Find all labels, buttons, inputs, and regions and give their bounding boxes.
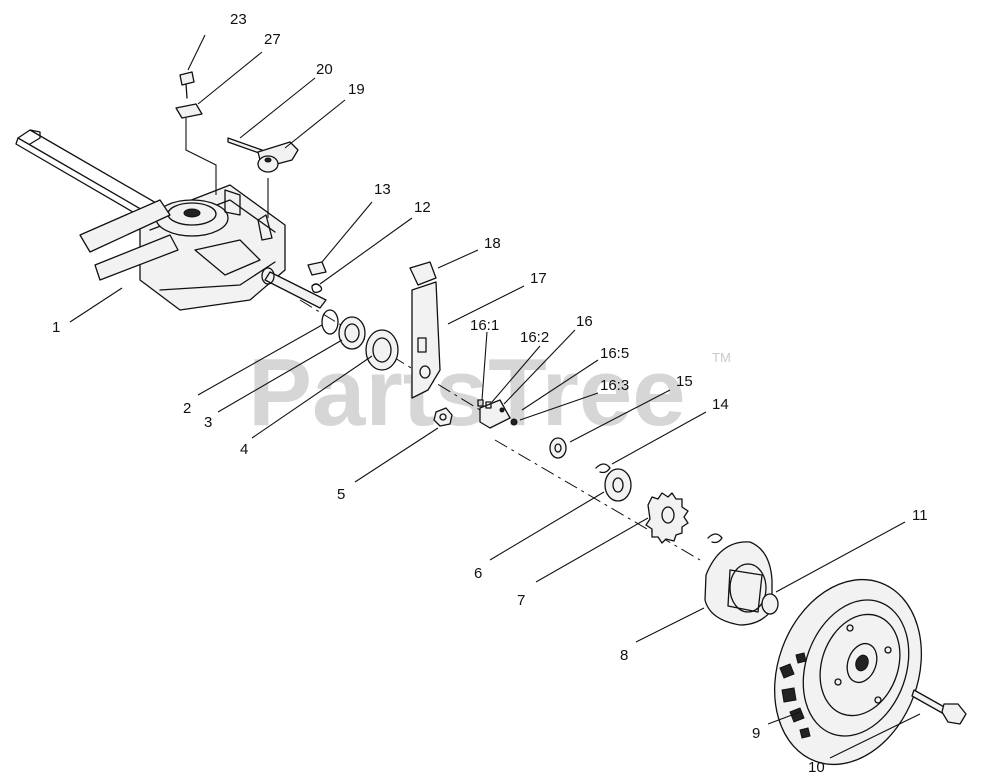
bushing-4 bbox=[365, 329, 399, 371]
callout-5: 5 bbox=[337, 486, 345, 503]
callout-labels: 23 27 20 19 13 12 18 17 1 16:1 16:2 16 1… bbox=[52, 11, 928, 776]
callout-16-5: 16:5 bbox=[600, 345, 629, 362]
callout-11: 11 bbox=[912, 507, 928, 524]
bracket-17 bbox=[411, 281, 441, 399]
gear-7 bbox=[645, 492, 689, 544]
callout-16-3: 16:3 bbox=[600, 377, 629, 394]
ring-2 bbox=[321, 309, 339, 335]
callout-2: 2 bbox=[183, 400, 191, 417]
callout-23: 23 bbox=[230, 11, 247, 28]
clip-gear bbox=[707, 533, 723, 544]
callout-10: 10 bbox=[808, 759, 825, 776]
callout-17: 17 bbox=[530, 270, 547, 287]
wheel-9 bbox=[773, 578, 923, 766]
height-adjuster-16 bbox=[477, 399, 518, 429]
pin-20 bbox=[227, 137, 263, 155]
callout-15: 15 bbox=[676, 373, 693, 390]
washer-3 bbox=[338, 316, 366, 350]
watermark-trademark: TM bbox=[712, 350, 731, 365]
nut-5 bbox=[433, 407, 453, 427]
spring-12 bbox=[311, 283, 323, 294]
callout-7: 7 bbox=[517, 592, 525, 609]
callout-4: 4 bbox=[240, 441, 248, 458]
callout-1: 1 bbox=[52, 319, 60, 336]
watermark-text: PartsTree bbox=[248, 339, 686, 446]
clip-18 bbox=[409, 261, 437, 286]
callout-13: 13 bbox=[374, 181, 391, 198]
callout-9: 9 bbox=[752, 725, 760, 742]
wheel-hub-8 bbox=[704, 541, 779, 626]
callout-20: 20 bbox=[316, 61, 333, 78]
bushing-6 bbox=[604, 468, 632, 502]
bolt-23 bbox=[179, 71, 195, 99]
callout-18: 18 bbox=[484, 235, 501, 252]
callout-8: 8 bbox=[620, 647, 628, 664]
bolt-10 bbox=[911, 689, 967, 725]
callout-19: 19 bbox=[348, 81, 365, 98]
callout-16: 16 bbox=[576, 313, 593, 330]
callout-27: 27 bbox=[264, 31, 281, 48]
lever-19 bbox=[257, 141, 299, 173]
key-13 bbox=[307, 261, 327, 276]
washer-15 bbox=[549, 437, 567, 459]
callout-12: 12 bbox=[414, 199, 431, 216]
clip-27 bbox=[175, 103, 203, 119]
callout-14: 14 bbox=[712, 396, 729, 413]
transmission-assembly bbox=[15, 118, 327, 311]
callout-16-2: 16:2 bbox=[520, 329, 549, 346]
leader-lines bbox=[69, 34, 921, 759]
callout-6: 6 bbox=[474, 565, 482, 582]
callout-3: 3 bbox=[204, 414, 212, 431]
clip-14 bbox=[595, 463, 611, 474]
callout-16-1: 16:1 bbox=[470, 317, 499, 334]
